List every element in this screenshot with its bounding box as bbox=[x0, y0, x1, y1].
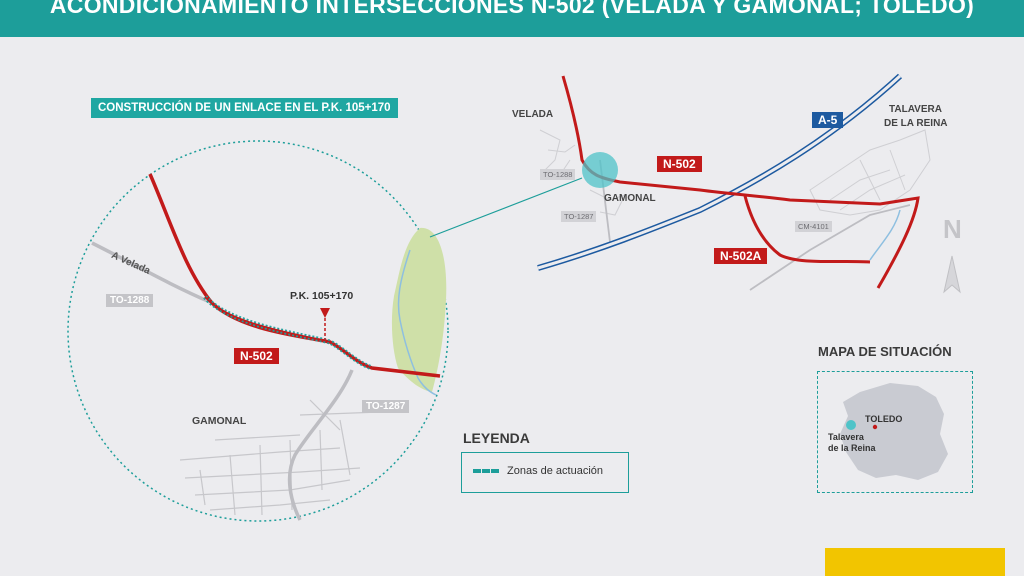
talavera-dot bbox=[846, 420, 856, 430]
connector-line bbox=[429, 177, 583, 238]
road-tag-to1287: TO-1287 bbox=[362, 400, 410, 413]
region-shape bbox=[840, 383, 948, 480]
town-label-talavera-1: TALAVERA bbox=[889, 104, 942, 115]
situation-label-toledo: TOLEDO bbox=[865, 414, 903, 424]
town-label-talavera-2: DE LA REINA bbox=[884, 118, 948, 129]
road-tag-n502a: N-502A bbox=[714, 248, 768, 264]
pk-marker-icon bbox=[320, 308, 330, 318]
road-tag-to1288: TO-1288 bbox=[106, 294, 154, 307]
situation-map-frame bbox=[817, 371, 973, 493]
situation-map-title: MAPA DE SITUACIÓN bbox=[818, 344, 952, 359]
road-tag-a5: A-5 bbox=[812, 112, 844, 128]
legend-title: LEYENDA bbox=[463, 430, 530, 446]
overview-map bbox=[537, 73, 961, 294]
situation-label-talavera-2: de la Reina bbox=[828, 443, 876, 453]
north-arrow-icon bbox=[943, 255, 961, 294]
road-tag-to1287-overview: TO-1287 bbox=[561, 211, 597, 222]
situation-map bbox=[840, 383, 948, 480]
road-tag-cm4101: CM-4101 bbox=[795, 221, 832, 232]
legend-item-label: Zonas de actuación bbox=[507, 465, 604, 477]
intersection-highlight bbox=[582, 152, 618, 188]
government-logo bbox=[825, 548, 1005, 576]
road-tag-to1288-overview: TO-1288 bbox=[540, 169, 576, 180]
north-label: N bbox=[943, 214, 962, 244]
situation-label-talavera-1: Talavera bbox=[828, 432, 864, 442]
header-banner: ACONDICIONAMIENTO INTERSECCIONES N-502 (… bbox=[0, 0, 1024, 37]
legend-swatch bbox=[473, 469, 499, 473]
toledo-dot bbox=[872, 424, 878, 430]
green-area bbox=[391, 227, 447, 392]
pk-label: P.K. 105+170 bbox=[290, 290, 354, 302]
detail-subtitle: CONSTRUCCIÓN DE UN ENLACE EN EL P.K. 105… bbox=[91, 98, 398, 118]
page-title: ACONDICIONAMIENTO INTERSECCIONES N-502 (… bbox=[49, 0, 975, 18]
town-label-velada: VELADA bbox=[512, 109, 554, 120]
road-tag-n502-overview: N-502 bbox=[657, 156, 702, 172]
legend-box: Zonas de actuación bbox=[461, 452, 629, 493]
road-tag-n502-detail: N-502 bbox=[234, 348, 279, 364]
town-label-gamonal: GAMONAL bbox=[604, 193, 656, 204]
town-label-gamonal-detail: GAMONAL bbox=[192, 415, 247, 427]
detail-circle-map bbox=[67, 140, 449, 522]
